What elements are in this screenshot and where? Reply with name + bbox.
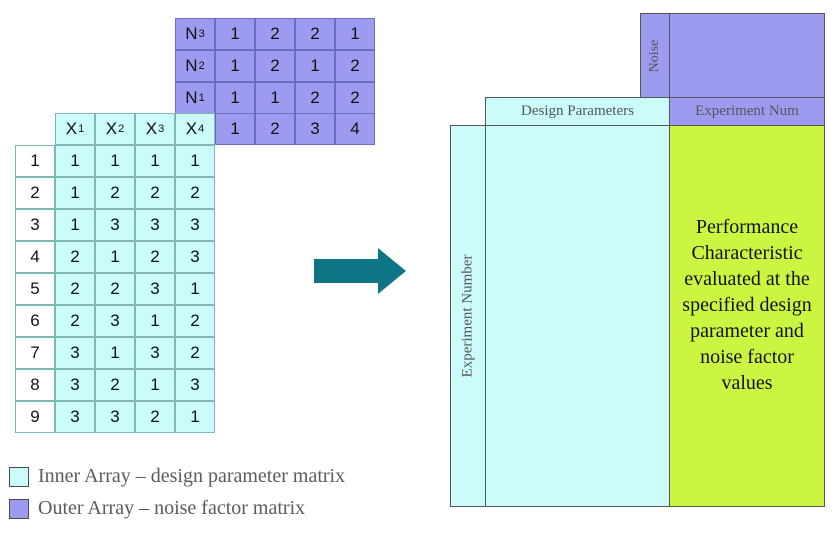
experiment-num-label: Experiment Num (695, 103, 799, 119)
outer-array-cell: 1 (295, 50, 335, 82)
factor-subscript: 1 (78, 123, 85, 135)
inner-array-cell: 1 (175, 145, 215, 177)
performance-text: Performance Characteristic evaluated at … (682, 216, 812, 394)
outer-array-column-number: 4 (335, 113, 375, 145)
inner-array-cell: 3 (55, 337, 95, 369)
inner-array-cell: 1 (135, 145, 175, 177)
inner-array-cell: 3 (175, 369, 215, 401)
outer-array-cell: 2 (335, 82, 375, 114)
inner-array-cell: 1 (135, 305, 175, 337)
outer-array-column-number: 1 (215, 113, 255, 145)
inner-array-cell: 3 (55, 401, 95, 433)
inner-array-cell: 2 (135, 401, 175, 433)
inner-array-cell: 2 (95, 369, 135, 401)
factor-subscript: 3 (198, 28, 205, 40)
noise-label: Noise (647, 39, 662, 72)
outer-array-column-number: 2 (255, 113, 295, 145)
outer-array-cell: 2 (295, 82, 335, 114)
inner-array-cell: 2 (135, 177, 175, 209)
experiment-number-column: Experiment Number (450, 125, 486, 507)
experiment-num-header: Experiment Num (669, 97, 825, 126)
inner-array-cell: 2 (95, 273, 135, 305)
design-parameters-header: Design Parameters (485, 97, 670, 126)
inner-array-row-number: 8 (15, 369, 55, 401)
outer-array-cell: 2 (255, 50, 295, 82)
factor-symbol: N (185, 88, 198, 107)
inner-array-cell: 3 (95, 305, 135, 337)
noise-label-box: Noise (640, 13, 670, 98)
outer-array-legend-label: Outer Array – noise factor matrix (38, 497, 306, 519)
inner-array-cell: 3 (175, 241, 215, 273)
factor-symbol: X (185, 119, 198, 138)
inner-array-legend-swatch (9, 467, 29, 487)
outer-array-cell: 1 (215, 18, 255, 50)
inner-array-row-number: 4 (15, 241, 55, 273)
outer-array-cell: 1 (215, 50, 255, 82)
inner-array-cell: 2 (55, 273, 95, 305)
factor-subscript: 1 (198, 92, 205, 104)
inner-array-cell: 2 (55, 241, 95, 273)
experiment-number-label: Experiment Number (459, 254, 476, 378)
inner-array-cell: 2 (135, 241, 175, 273)
inner-array-row-number: 3 (15, 209, 55, 241)
factor-subscript: 2 (118, 123, 125, 135)
inner-array-row-number: 7 (15, 337, 55, 369)
inner-array-cell: 3 (135, 337, 175, 369)
factor-subscript: 4 (198, 123, 205, 135)
outer-array-cell: 1 (215, 82, 255, 114)
inner-array-cell: 2 (55, 305, 95, 337)
inner-array-cell: 1 (95, 145, 135, 177)
inner-array-row-number: 1 (15, 145, 55, 177)
noise-factor-block (669, 13, 825, 98)
inner-array-cell: 2 (175, 177, 215, 209)
factor-symbol: N (185, 56, 198, 75)
inner-array-cell: 2 (175, 337, 215, 369)
outer-array-legend-swatch (9, 499, 29, 519)
inner-array-cell: 3 (55, 369, 95, 401)
inner-array-cell: 1 (95, 241, 135, 273)
inner-array-cell: 1 (95, 337, 135, 369)
outer-array-column-number: 3 (295, 113, 335, 145)
outer-array-cell: 1 (255, 82, 295, 114)
inner-array-row-number: 9 (15, 401, 55, 433)
inner-array-cell: 3 (95, 401, 135, 433)
factor-symbol: X (65, 119, 78, 138)
outer-array-cell: 2 (255, 18, 295, 50)
factor-subscript: 2 (198, 60, 205, 72)
inner-array-cell: 1 (55, 209, 95, 241)
factor-symbol: X (105, 119, 118, 138)
inner-array-cell: 1 (175, 273, 215, 305)
inner-array-cell: 3 (135, 273, 175, 305)
right-arrow-icon (314, 248, 406, 294)
inner-array-cell: 1 (55, 145, 95, 177)
factor-symbol: N (185, 24, 198, 43)
inner-array-cell: 1 (175, 401, 215, 433)
inner-array-cell: 2 (175, 305, 215, 337)
inner-array-cell: 3 (95, 209, 135, 241)
inner-array-row-number: 5 (15, 273, 55, 305)
inner-array-row-number: 2 (15, 177, 55, 209)
inner-array-cell: 3 (135, 209, 175, 241)
inner-array-row-number: 6 (15, 305, 55, 337)
performance-characteristic-block: Performance Characteristic evaluated at … (669, 125, 825, 507)
outer-array-cell: 1 (335, 18, 375, 50)
inner-array-legend-label: Inner Array – design parameter matrix (38, 465, 346, 487)
factor-subscript: 3 (158, 123, 165, 135)
inner-array-cell: 3 (175, 209, 215, 241)
design-parameters-label: Design Parameters (521, 103, 634, 119)
outer-array-cell: 2 (335, 50, 375, 82)
inner-array-cell: 1 (55, 177, 95, 209)
design-parameter-block (485, 125, 670, 507)
factor-symbol: X (145, 119, 158, 138)
inner-array-cell: 1 (135, 369, 175, 401)
inner-array-cell: 2 (95, 177, 135, 209)
outer-array-cell: 2 (295, 18, 335, 50)
